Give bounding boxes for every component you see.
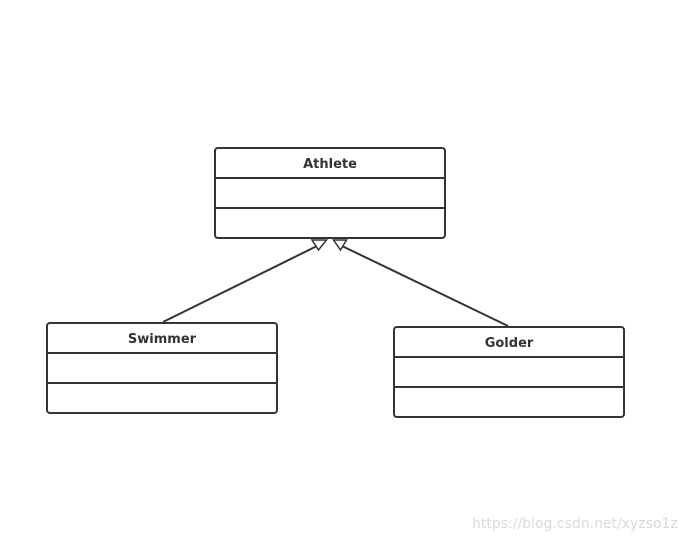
class-name-golder: Golder	[485, 336, 534, 351]
class-name-athlete: Athlete	[303, 157, 357, 172]
class-athlete[interactable]: Athlete	[214, 147, 446, 239]
class-golder[interactable]: Golder	[393, 326, 625, 418]
edge-golder-to-athlete[interactable]	[340, 244, 509, 327]
watermark-url: https://blog.csdn.net/xyzso1z	[472, 516, 678, 532]
generalization-arrowhead-swimmer	[310, 239, 329, 252]
class-box-swimmer[interactable]	[46, 322, 278, 414]
class-swimmer[interactable]: Swimmer	[46, 322, 278, 414]
class-name-swimmer: Swimmer	[128, 332, 197, 347]
class-box-athlete[interactable]	[214, 147, 446, 239]
class-box-golder[interactable]	[393, 326, 625, 418]
generalization-arrowhead-golder	[332, 239, 348, 252]
edge-swimmer-to-athlete[interactable]	[162, 244, 319, 323]
edges	[162, 239, 509, 327]
